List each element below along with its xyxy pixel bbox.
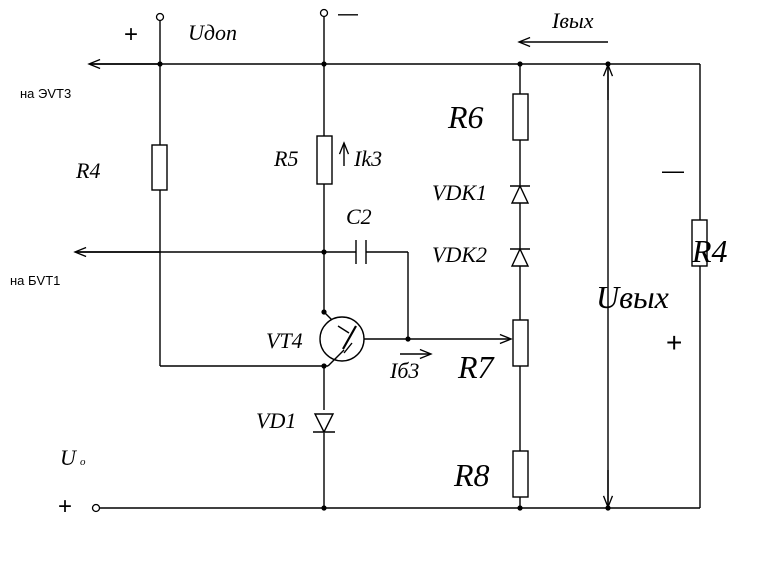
- r7-label: R7: [457, 349, 496, 385]
- vdk1-label: VDK1: [432, 180, 487, 205]
- r5-resistor: [316, 135, 333, 185]
- vdk2-label: VDK2: [432, 242, 487, 267]
- vt4-label: VT4: [266, 328, 303, 353]
- r6-label: R6: [447, 99, 484, 135]
- vt4-base-lead: [327, 349, 345, 367]
- vd1-label: VD1: [256, 408, 296, 433]
- ivyh-label: Iвых: [551, 8, 594, 33]
- r8-resistor: [512, 450, 529, 498]
- ik3-label: Ik3: [353, 146, 382, 171]
- to-evt3-label: на ЭVT3: [20, 86, 71, 101]
- c2-capacitor: [355, 240, 367, 264]
- minus-top-terminal: [319, 8, 329, 18]
- r4-right-resistor: [691, 219, 708, 267]
- uvyh-label: Uвых: [596, 279, 669, 315]
- r4-right-label: R4: [691, 233, 728, 269]
- ib3-label: Iб3: [389, 358, 419, 383]
- u0-terminal: [91, 503, 101, 513]
- r8-label: R8: [453, 457, 490, 493]
- udop-label: Uдоп: [188, 20, 237, 45]
- r6-resistor: [512, 93, 529, 141]
- c2-label: C2: [346, 204, 372, 229]
- to-bvt1-label: на БVT1: [10, 273, 60, 288]
- junctions: [157, 61, 611, 511]
- vdk1-diode: [510, 184, 530, 204]
- minus-right-label: —: [662, 158, 684, 183]
- r5-label: R5: [273, 146, 298, 171]
- plus-top-terminal: [155, 12, 165, 22]
- u0-subscript: o: [80, 456, 86, 468]
- wires: [76, 16, 701, 509]
- r4-left-label: R4: [75, 158, 100, 183]
- r4-left-resistor: [151, 144, 168, 191]
- u0-label: U: [60, 445, 78, 470]
- vt4-transistor: [319, 316, 365, 367]
- r7-resistor: [512, 319, 529, 367]
- plus-top-label: +: [124, 21, 138, 48]
- vdk2-diode: [510, 247, 530, 267]
- vd1-diode: [313, 413, 335, 434]
- plus-bottom-label: +: [58, 493, 72, 520]
- plus-right-label: +: [666, 327, 682, 358]
- minus-top-label: —: [338, 3, 358, 25]
